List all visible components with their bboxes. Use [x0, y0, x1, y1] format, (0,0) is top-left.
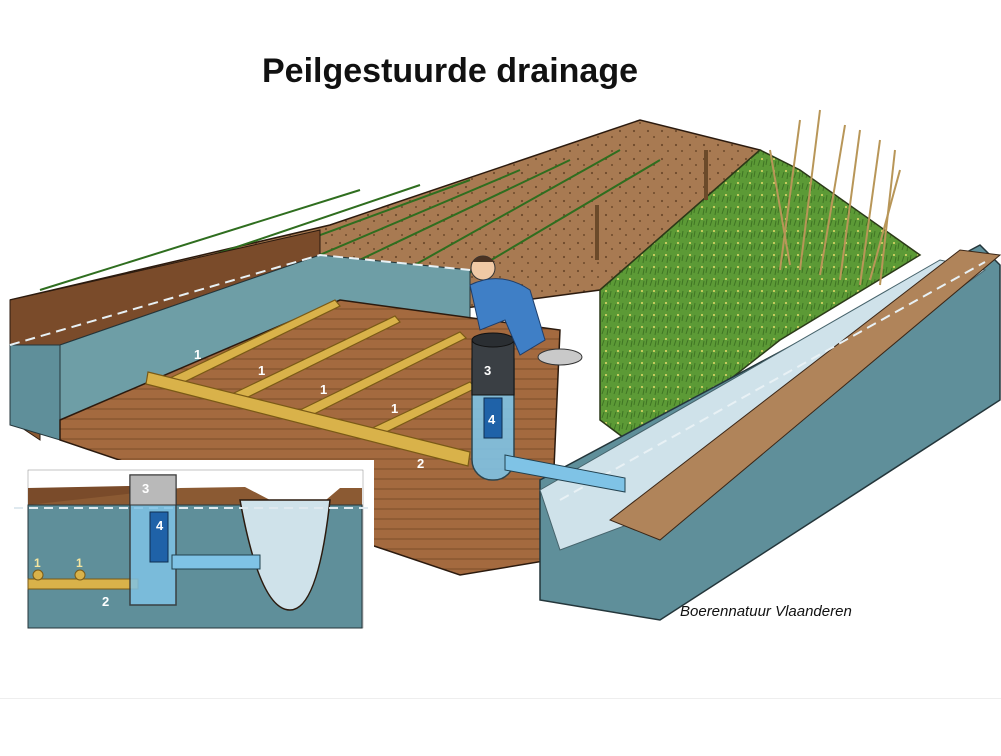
inset-label-collector-pipe: 2 [102, 594, 109, 609]
groundwater-wall-left [9, 344, 61, 441]
inset-label-overflow-pipe: 4 [156, 518, 164, 533]
inset-outlet-pipe [171, 554, 261, 570]
label-control-well: 3 [484, 363, 491, 378]
farmer-figure [469, 255, 546, 356]
inset-collector-pipe [27, 578, 139, 590]
label-drain-pipe: 1 [391, 401, 398, 416]
inset-drain-pipe [32, 569, 44, 581]
image-credit: Boerennatuur Vlaanderen [680, 603, 852, 620]
ditch-bank-top [609, 249, 1001, 541]
drain-pipes [169, 299, 478, 439]
inset-drain-pipe [74, 569, 86, 581]
label-drain-pipe: 1 [320, 382, 327, 397]
fence-posts [595, 150, 708, 260]
collector-pipe [145, 371, 471, 467]
label-drain-pipe: 1 [258, 363, 265, 378]
control-well-top [471, 339, 515, 396]
label-collector-pipe: 2 [417, 456, 424, 471]
inset-cross-section: 3 4 1 1 2 [14, 460, 374, 636]
well-lid [537, 348, 583, 366]
divider [0, 698, 1001, 699]
label-drain-pipe: 1 [194, 347, 201, 362]
reeds [769, 109, 901, 286]
inset-label-control-well: 3 [142, 481, 149, 496]
grass-buffer-strip [599, 149, 922, 451]
outlet-pipe [504, 454, 626, 493]
overflow-pipe [483, 397, 503, 439]
label-overflow-pipe: 4 [488, 412, 496, 427]
ditch-water-level-line [559, 261, 986, 501]
page-title: Peilgestuurde drainage [262, 52, 638, 90]
inset-label-drain-pipe: 1 [34, 556, 41, 570]
water-level-line [9, 253, 471, 346]
inset-overflow-pipe [149, 511, 169, 563]
inset-label-drain-pipe: 1 [76, 556, 83, 570]
